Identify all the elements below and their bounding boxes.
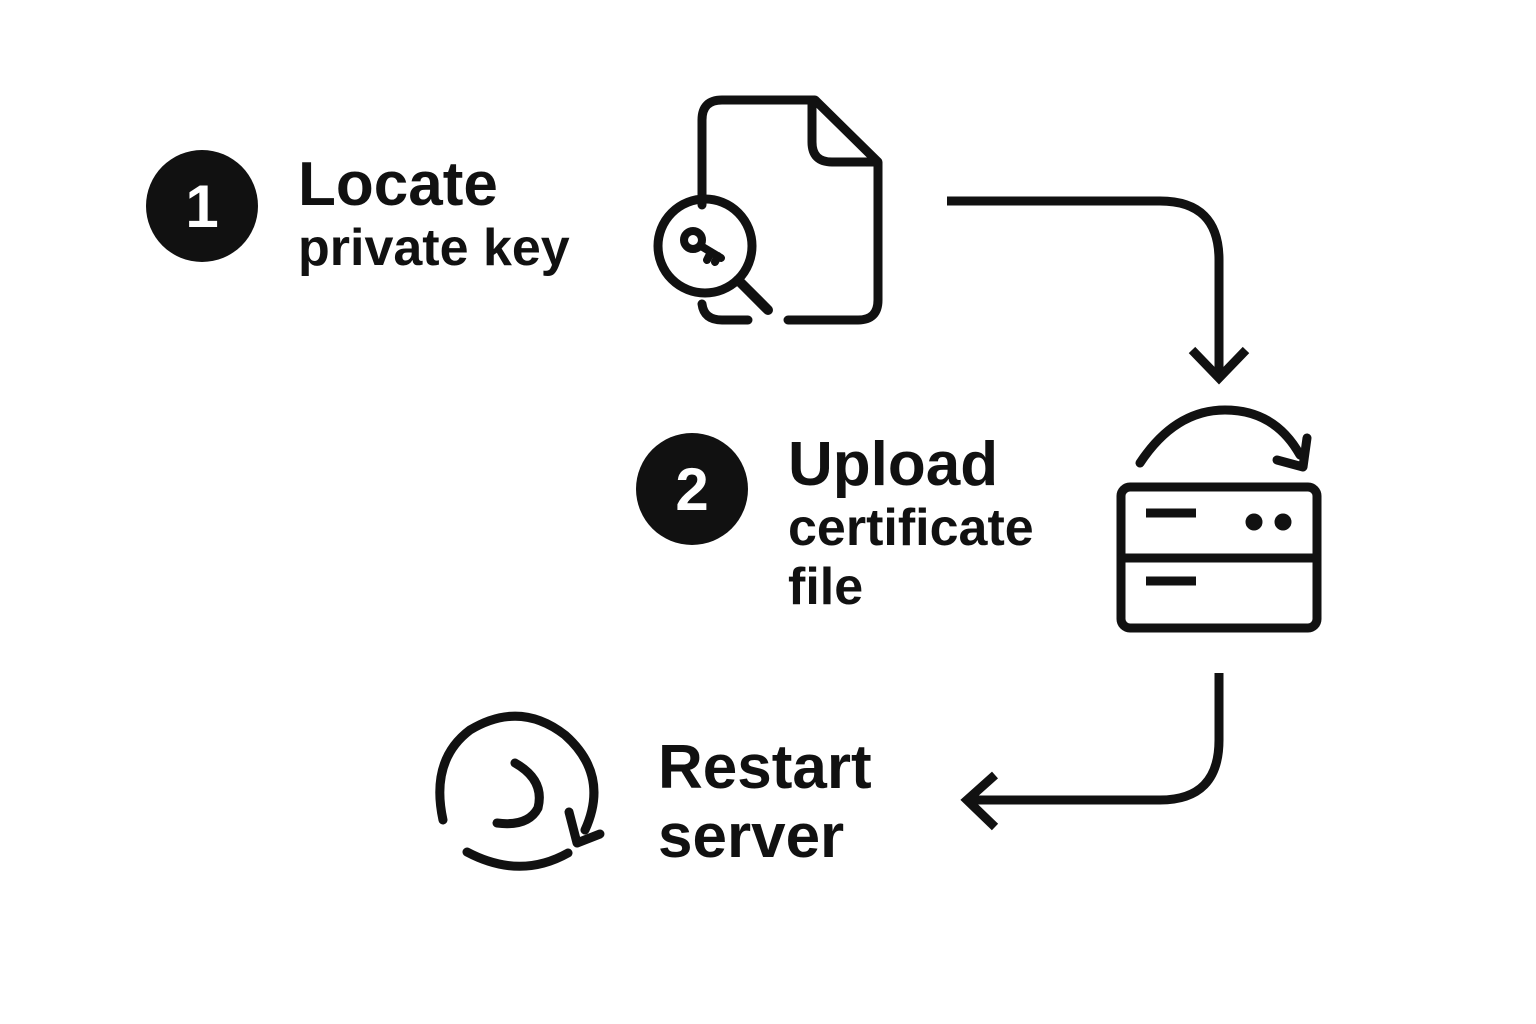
connector-arrow-2 <box>960 673 1224 831</box>
step-1-label: Locate private key <box>298 150 570 278</box>
step-2-label: Upload certificate file <box>788 430 1034 616</box>
file-search-key-icon <box>653 95 883 325</box>
step-2-subtitle-line-2: file <box>788 557 864 616</box>
step-1-title: Locate <box>298 150 498 219</box>
step-2-subtitle-line-1: certificate <box>788 499 1034 558</box>
restart-icon <box>435 711 605 871</box>
step-3-title: Restart <box>658 733 872 802</box>
step-2-number: 2 <box>675 455 709 523</box>
step-2-title: Upload <box>788 430 999 499</box>
step-2-badge: 2 <box>636 433 748 545</box>
step-3-subtitle: server <box>658 802 845 872</box>
step-1-badge: 1 <box>146 150 258 262</box>
connector-arrow-1 <box>947 196 1250 385</box>
step-1-number: 1 <box>185 172 219 240</box>
step-1-subtitle: private key <box>298 219 570 278</box>
server-upload-icon <box>1116 405 1322 633</box>
step-3-label: Restart server <box>658 733 872 872</box>
